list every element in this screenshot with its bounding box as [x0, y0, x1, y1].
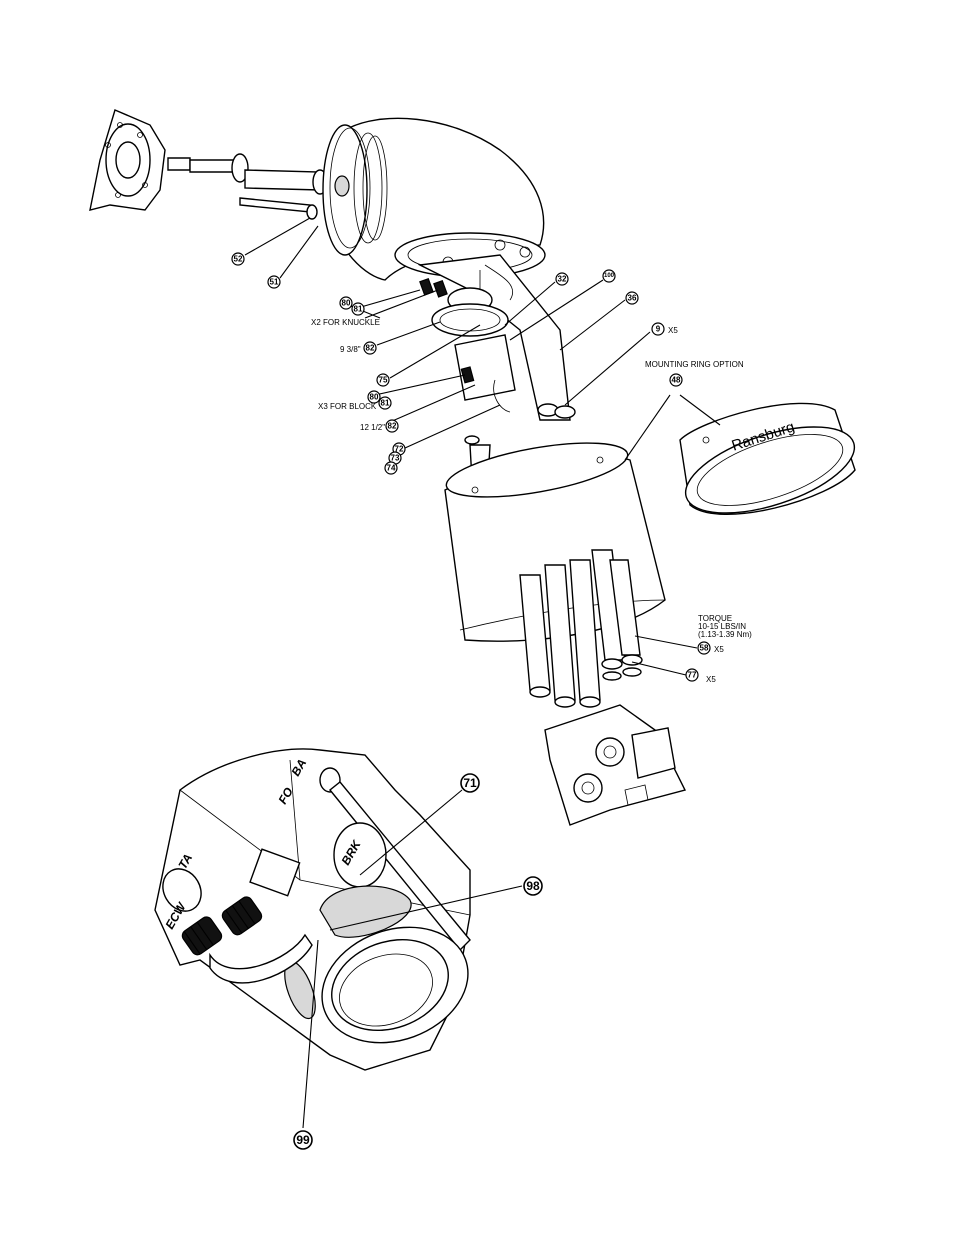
callout-48: 48	[670, 374, 682, 386]
svg-text:52: 52	[234, 255, 243, 264]
callout-32: 32	[556, 273, 568, 285]
callout-99: 99	[294, 1131, 312, 1149]
mounting-plate	[90, 110, 165, 210]
elbow-housing	[323, 118, 545, 280]
callout-77: 77	[686, 669, 698, 681]
mounting-ring: Ransburg	[675, 403, 864, 530]
svg-text:82: 82	[388, 422, 397, 431]
svg-text:36: 36	[628, 294, 637, 303]
svg-text:98: 98	[526, 879, 540, 893]
note-mounting-ring: MOUNTING RING OPTION	[645, 360, 744, 369]
callout-82b: 82	[386, 420, 398, 432]
svg-text:74: 74	[387, 464, 396, 473]
callout-80a: 80	[340, 297, 352, 309]
svg-text:9: 9	[656, 325, 661, 334]
svg-text:75: 75	[379, 376, 388, 385]
note-x2-knuckle: X2 FOR KNUCKLE	[311, 318, 380, 327]
note-x3-block: X3 FOR BLOCK	[318, 402, 377, 411]
callout-58: 58	[698, 642, 710, 654]
svg-text:80: 80	[342, 299, 351, 308]
note-x5-b: X5	[714, 645, 724, 654]
note-x5-a: X5	[668, 326, 678, 335]
svg-text:73: 73	[391, 454, 400, 463]
svg-text:82: 82	[366, 344, 375, 353]
callout-71: 71	[461, 774, 479, 792]
svg-text:48: 48	[672, 376, 681, 385]
svg-text:81: 81	[354, 305, 363, 314]
terminal-block	[545, 705, 685, 825]
svg-text:51: 51	[270, 278, 279, 287]
callout-74: 74	[385, 462, 397, 474]
callout-100: 100	[603, 270, 615, 282]
svg-text:100: 100	[604, 273, 615, 279]
callout-81b: 81	[379, 397, 391, 409]
note-9-3-8: 9 3/8"	[340, 345, 361, 354]
svg-text:71: 71	[463, 776, 477, 790]
note-12-1-2: 12 1/2"	[360, 423, 385, 432]
callout-36: 36	[626, 292, 638, 304]
svg-text:80: 80	[370, 393, 379, 402]
svg-text:32: 32	[558, 275, 567, 284]
callout-81a: 81	[352, 303, 364, 315]
note-x5-c: X5	[706, 675, 716, 684]
callout-51: 51	[268, 276, 280, 288]
callout-52: 52	[232, 253, 244, 265]
svg-text:99: 99	[296, 1133, 310, 1147]
detail-view: BA FO BRK TA ECW	[155, 749, 484, 1070]
svg-text:81: 81	[381, 399, 390, 408]
callout-82a: 82	[364, 342, 376, 354]
svg-text:58: 58	[700, 644, 709, 653]
callout-9: 9	[652, 323, 664, 335]
svg-text:77: 77	[688, 671, 697, 680]
shaft-assembly	[168, 154, 327, 219]
callout-75: 75	[377, 374, 389, 386]
callout-98: 98	[524, 877, 542, 895]
note-torque-nm: (1.13-1.39 Nm)	[698, 630, 752, 639]
